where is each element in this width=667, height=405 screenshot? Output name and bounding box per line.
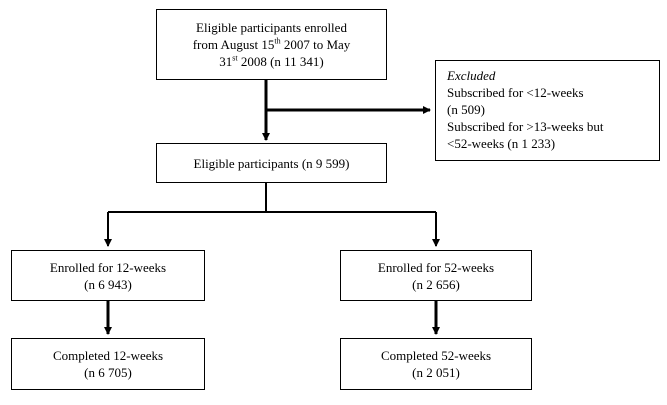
eligible-label: Eligible participants (n 9 599)	[193, 155, 350, 171]
excluded-line-2: (n 509)	[447, 102, 485, 117]
enrolled-52-label: Enrolled for 52-weeks	[377, 259, 495, 275]
enrolled-12-weeks-box: Enrolled for 12-weeks (n 6 943)	[11, 250, 205, 301]
completed-52-count: (n 2 051)	[412, 365, 460, 380]
enrolled-line-2: from August 15th 2007 to May	[192, 36, 351, 52]
completed-12-count: (n 6 705)	[84, 365, 132, 380]
completed-12-label: Completed 12-weeks	[52, 348, 164, 363]
enrolled-line-1: Eligible participants enrolled	[196, 20, 347, 35]
excluded-line-4: <52-weeks (n 1 233)	[447, 136, 556, 151]
enrolled-52-weeks-box: Enrolled for 52-weeks (n 2 656)	[340, 250, 532, 301]
enrolled-line-3: 31st 2008 (n 11 341)	[219, 53, 324, 69]
excluded-line-3: Subscribed for >13-weeks but	[447, 119, 604, 134]
completed-52-label: Completed 52-weeks	[380, 348, 492, 363]
excluded-title: Excluded	[447, 68, 496, 83]
enrolled-52-count: (n 2 656)	[412, 276, 460, 292]
excluded-box: Excluded Subscribed for <12-weeks (n 509…	[435, 60, 660, 161]
enrolled-12-count: (n 6 943)	[84, 276, 132, 292]
completed-52-weeks-box: Completed 52-weeks (n 2 051)	[340, 338, 532, 390]
enrolled-12-label: Enrolled for 12-weeks	[49, 259, 167, 275]
eligible-participants-box: Eligible participants (n 9 599)	[156, 143, 387, 183]
completed-12-weeks-box: Completed 12-weeks (n 6 705)	[11, 338, 205, 390]
enrolled-participants-box: Eligible participants enrolled from Augu…	[156, 9, 387, 80]
excluded-line-1: Subscribed for <12-weeks	[447, 85, 584, 100]
